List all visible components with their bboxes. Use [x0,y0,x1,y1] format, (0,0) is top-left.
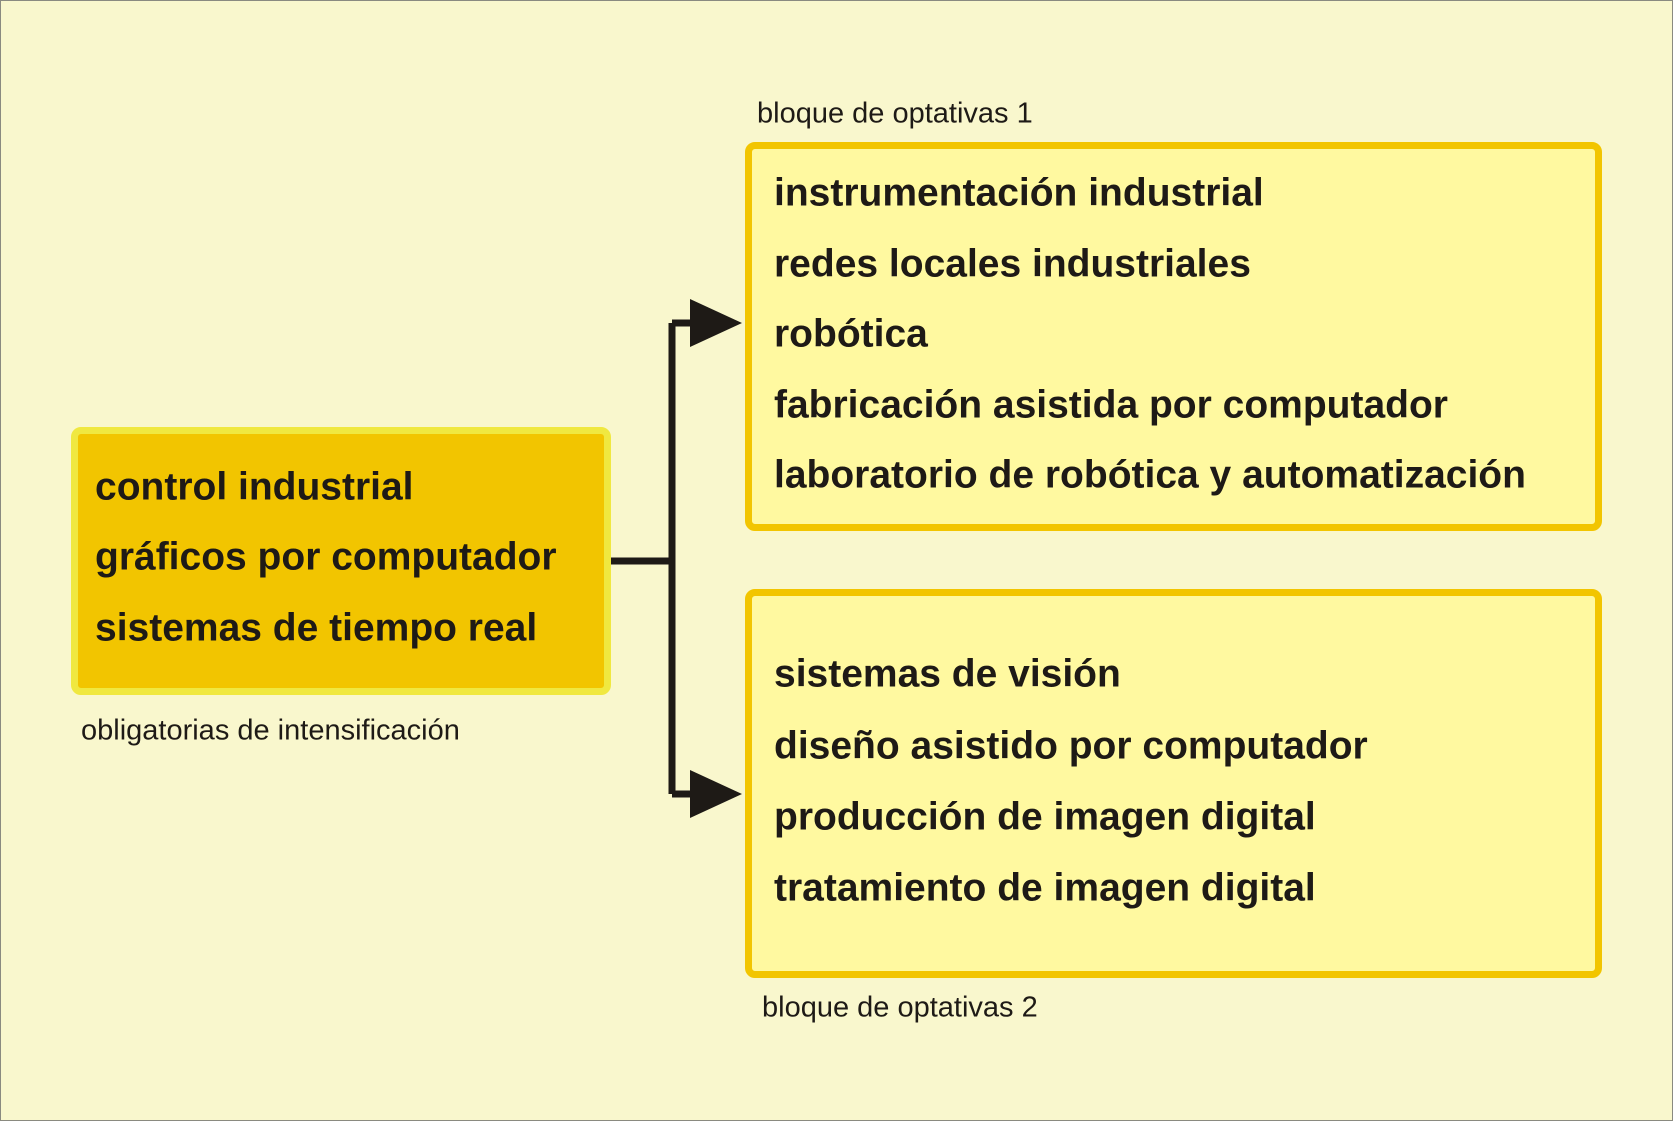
elective-course: laboratorio de robótica y automatización [774,453,1526,497]
elective-course: tratamiento de imagen digital [774,866,1316,910]
elective-block-1 [745,142,1602,531]
required-courses-box [71,427,611,695]
elective-course: fabricación asistida por computador [774,383,1448,427]
elective-course: sistemas de visión [774,652,1121,696]
required-label: obligatorias de intensificación [81,714,460,747]
required-course: sistemas de tiempo real [95,606,538,650]
elective-course: robótica [774,312,928,356]
elective-course: redes locales industriales [774,242,1251,286]
elective-course: diseño asistido por computador [774,724,1368,768]
arrow-head-block2 [690,770,742,818]
required-course: gráficos por computador [95,535,557,579]
block2-label: bloque de optativas 2 [762,991,1038,1024]
elective-course: producción de imagen digital [774,795,1316,839]
arrow-head-block1 [690,299,742,347]
elective-block-2 [745,589,1602,978]
elective-course: instrumentación industrial [774,171,1264,215]
required-course: control industrial [95,465,414,509]
block1-label: bloque de optativas 1 [757,97,1033,130]
connector-line [611,319,692,798]
